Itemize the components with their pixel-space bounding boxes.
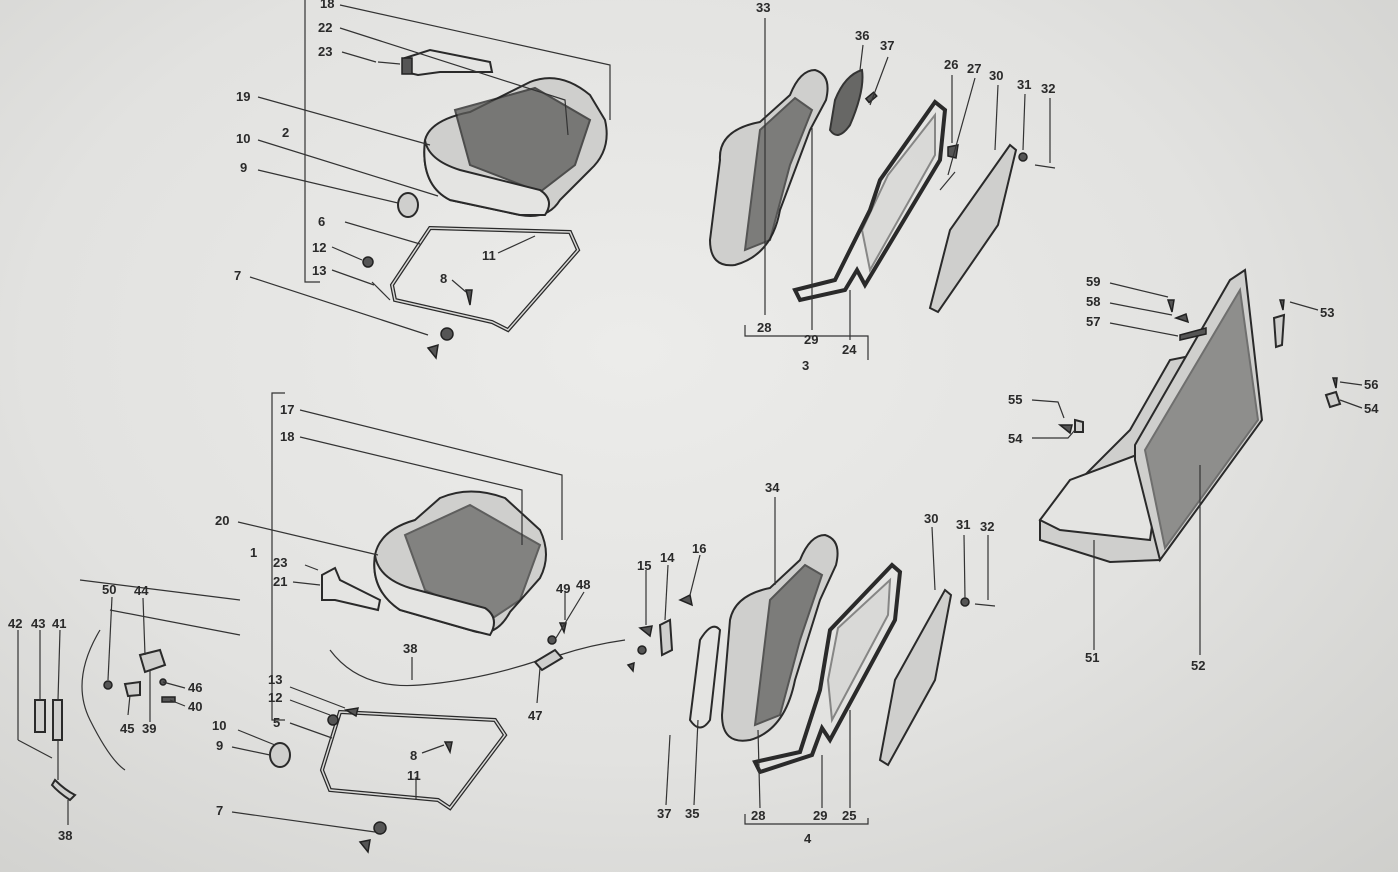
hinge-bracket-bottom: [304, 564, 382, 612]
callout-13: 13: [268, 672, 282, 687]
callout-5: 5: [273, 715, 280, 730]
callout-8: 8: [410, 748, 417, 763]
callout-50: 50: [102, 582, 116, 597]
callout-12: 12: [312, 240, 326, 255]
callout-37: 37: [880, 38, 894, 53]
callout-53: 53: [1320, 305, 1334, 320]
seat-frame-top: [362, 192, 581, 360]
callout-54: 54: [1008, 431, 1023, 446]
callout-28: 28: [751, 808, 765, 823]
leader-lines: [17, 0, 1363, 833]
callout-38: 38: [58, 828, 72, 843]
callout-28: 28: [757, 320, 771, 335]
callout-18: 18: [320, 0, 334, 11]
callout-21: 21: [273, 574, 287, 589]
callout-51: 51: [1085, 650, 1099, 665]
callout-11: 11: [482, 248, 496, 263]
group-label-4: 4: [804, 831, 812, 846]
callout-13: 13: [312, 263, 326, 278]
callout-17: 17: [280, 402, 294, 417]
callout-59: 59: [1086, 274, 1100, 289]
callout-47: 47: [528, 708, 542, 723]
callout-7: 7: [234, 268, 241, 283]
callout-48: 48: [576, 577, 590, 592]
callout-38: 38: [403, 641, 417, 656]
group-label-1: 1: [250, 545, 257, 560]
seat-cushion-top: [423, 77, 608, 217]
callout-23: 23: [273, 555, 287, 570]
callout-36: 36: [855, 28, 869, 43]
backrest-frame-top: [792, 99, 959, 303]
backrest-bottom: [626, 533, 839, 742]
callout-10: 10: [212, 718, 226, 733]
callout-10: 10: [236, 131, 250, 146]
callout-58: 58: [1086, 294, 1100, 309]
backrest-frame-bottom: [752, 562, 903, 775]
rear-bench: [1038, 268, 1342, 564]
callout-29: 29: [813, 808, 827, 823]
callout-27: 27: [967, 61, 981, 76]
callout-20: 20: [215, 513, 229, 528]
callout-24: 24: [842, 342, 857, 357]
callout-6: 6: [318, 214, 325, 229]
callout-33: 33: [756, 0, 770, 15]
callout-25: 25: [842, 808, 856, 823]
group-label-3: 3: [802, 358, 809, 373]
callout-37: 37: [657, 806, 671, 821]
backrest-panel-top: [928, 143, 1056, 314]
callout-49: 49: [556, 581, 570, 596]
callout-22: 22: [318, 20, 332, 35]
callout-30: 30: [924, 511, 938, 526]
seat-frame-bottom: [269, 707, 508, 854]
callout-18: 18: [280, 429, 294, 444]
callout-32: 32: [1041, 81, 1055, 96]
callout-46: 46: [188, 680, 202, 695]
callout-56: 56: [1364, 377, 1378, 392]
callout-26: 26: [944, 57, 958, 72]
callout-42: 42: [8, 616, 22, 631]
backrest-top: [708, 68, 878, 267]
callout-15: 15: [637, 558, 651, 573]
callout-52: 52: [1191, 658, 1205, 673]
callout-29: 29: [804, 332, 818, 347]
callout-34: 34: [765, 480, 780, 495]
callout-54: 54: [1364, 401, 1379, 416]
callout-9: 9: [240, 160, 247, 175]
callout-14: 14: [660, 550, 675, 565]
callout-57: 57: [1086, 314, 1100, 329]
side-lever: [34, 629, 176, 802]
group-label-2: 2: [282, 125, 289, 140]
callout-7: 7: [216, 803, 223, 818]
callout-19: 19: [236, 89, 250, 104]
callout-8: 8: [440, 271, 447, 286]
callout-43: 43: [31, 616, 45, 631]
callout-44: 44: [134, 583, 149, 598]
callout-32: 32: [980, 519, 994, 534]
callout-55: 55: [1008, 392, 1022, 407]
callout-45: 45: [120, 721, 134, 736]
callout-11: 11: [407, 768, 421, 783]
seat-cushion-bottom: [373, 490, 547, 637]
callout-30: 30: [989, 68, 1003, 83]
backrest-panel-bottom: [878, 588, 996, 767]
callout-31: 31: [956, 517, 970, 532]
callout-16: 16: [692, 541, 706, 556]
callout-39: 39: [142, 721, 156, 736]
callout-31: 31: [1017, 77, 1031, 92]
callout-41: 41: [52, 616, 66, 631]
callout-40: 40: [188, 699, 202, 714]
callout-12: 12: [268, 690, 282, 705]
callout-labels: 18 22 23 19 10 2 9 6 11 12 13 8 7 33 36 …: [8, 0, 1379, 846]
callout-35: 35: [685, 806, 699, 821]
callout-23: 23: [318, 44, 332, 59]
callout-9: 9: [216, 738, 223, 753]
